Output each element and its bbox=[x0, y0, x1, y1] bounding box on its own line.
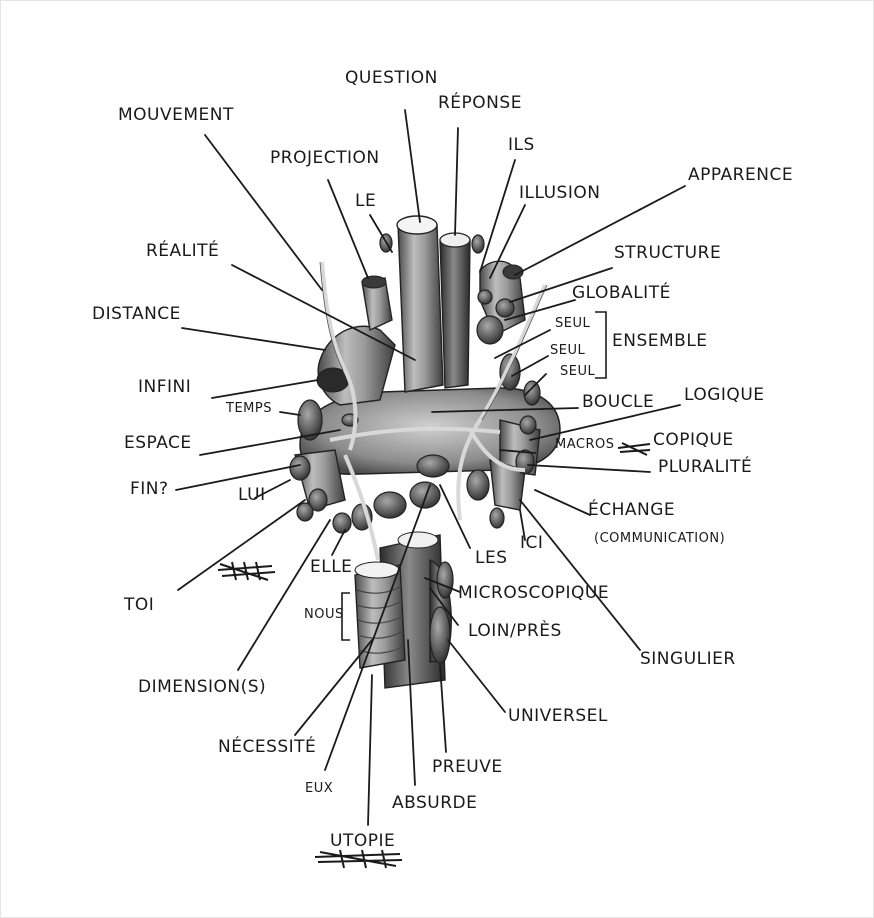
label-utopie: UTOPIE bbox=[330, 831, 395, 851]
label-projection: PROJECTION bbox=[270, 148, 380, 168]
leader-lines bbox=[175, 109, 686, 826]
main-tube-opening bbox=[396, 215, 438, 235]
label-ils: ILS bbox=[508, 135, 535, 155]
lower-column-top-opening bbox=[397, 531, 439, 549]
scratch-out-bottom bbox=[314, 849, 403, 869]
label-reponse: RÉPONSE bbox=[438, 91, 522, 113]
label-microscopique: MICROSCOPIQUE bbox=[458, 583, 609, 603]
label-structure: STRUCTURE bbox=[614, 243, 721, 263]
label-toi: TOI bbox=[123, 595, 154, 615]
label-globalite: GLOBALITÉ bbox=[572, 281, 671, 303]
vessel-illustration bbox=[289, 215, 561, 689]
label-dimensions: DIMENSION(S) bbox=[138, 677, 266, 697]
label-seul-1: SEUL bbox=[555, 316, 590, 331]
label-eux: EUX bbox=[305, 781, 333, 796]
label-singulier: SINGULIER bbox=[640, 649, 736, 669]
label-infini: INFINI bbox=[138, 377, 191, 397]
label-seul-2: SEUL bbox=[550, 343, 585, 358]
nous-bracket bbox=[341, 592, 350, 641]
label-fin: FIN? bbox=[130, 479, 169, 499]
label-realite: RÉALITÉ bbox=[146, 239, 219, 261]
label-logique: LOGIQUE bbox=[684, 385, 765, 405]
label-illusion: ILLUSION bbox=[519, 183, 600, 203]
label-apparence: APPARENCE bbox=[688, 165, 793, 185]
scratch-out-macro bbox=[617, 442, 651, 456]
label-universel: UNIVERSEL bbox=[508, 706, 608, 726]
label-nous: NOUS bbox=[304, 607, 344, 622]
label-pluralite: PLURALITÉ bbox=[658, 455, 752, 477]
right-branch-opening bbox=[502, 264, 524, 280]
scratch-out-left bbox=[217, 561, 276, 581]
ensemble-bracket bbox=[595, 311, 607, 379]
label-preuve: PREUVE bbox=[432, 757, 503, 777]
label-elle: ELLE bbox=[310, 557, 352, 577]
label-macroscopique-post: COPIQUE bbox=[653, 430, 734, 450]
label-temps: TEMPS bbox=[225, 401, 272, 416]
label-boucle: BOUCLE bbox=[582, 392, 654, 412]
label-lui: LUI bbox=[238, 485, 266, 505]
nerve-fibres bbox=[319, 261, 548, 561]
label-le: LE bbox=[355, 191, 376, 211]
label-les: LES bbox=[475, 548, 508, 568]
label-echange: ÉCHANGE bbox=[588, 498, 675, 520]
ring-marks bbox=[356, 585, 405, 654]
label-necessite: NÉCESSITÉ bbox=[218, 735, 316, 757]
label-mouvement: MOUVEMENT bbox=[118, 105, 234, 125]
label-ici: ICI bbox=[520, 533, 543, 553]
label-distance: DISTANCE bbox=[92, 304, 181, 324]
ringed-segment-opening bbox=[354, 561, 400, 579]
label-question: QUESTION bbox=[345, 68, 438, 88]
main-tube bbox=[397, 224, 444, 393]
second-tube bbox=[439, 239, 471, 389]
label-macroscopique-pre: MACROS bbox=[555, 437, 614, 452]
label-ensemble: ENSEMBLE bbox=[612, 331, 708, 351]
labels: QUESTION RÉPONSE ILS ILLUSION APPARENCE … bbox=[92, 68, 793, 851]
label-communication: (COMMUNICATION) bbox=[594, 531, 725, 546]
label-espace: ESPACE bbox=[124, 433, 192, 453]
nodes bbox=[289, 233, 541, 664]
label-seul-3: SEUL bbox=[560, 364, 595, 379]
label-absurde: ABSURDE bbox=[392, 793, 477, 813]
left-small-tube-opening bbox=[361, 275, 387, 289]
label-loin-pres: LOIN/PRÈS bbox=[468, 619, 562, 641]
